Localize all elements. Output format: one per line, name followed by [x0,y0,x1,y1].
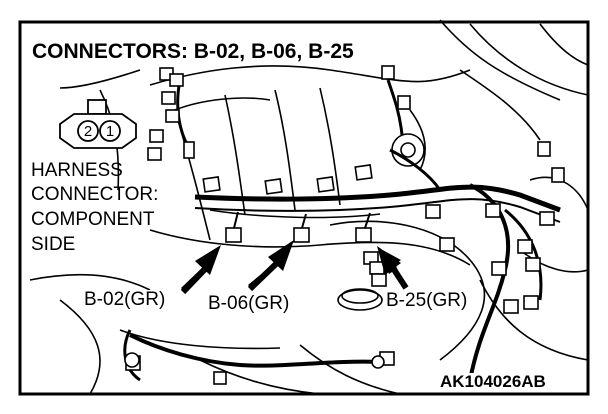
connector-blocks [124,65,565,385]
figure-id: AK104026AB [438,372,548,391]
arrow-shafts [180,259,409,295]
connector-label-b25: B-25(GR) [384,290,470,311]
connector-pin-1: 1 [105,123,115,140]
arrow-heads [195,240,401,275]
harness-side-line3: COMPONENT [31,209,155,230]
connector-pin-2: 2 [83,123,93,140]
diagram-border [18,20,590,396]
wiring-harness [123,79,561,382]
connector-face-symbol [59,99,137,149]
branch-wires [233,211,371,229]
harness-side-line4: SIDE [31,234,76,255]
connector-label-b06: B-06(GR) [206,293,292,314]
diagram-title: CONNECTORS: B-02, B-06, B-25 [29,41,357,62]
harness-side-line2: CONNECTOR: [31,184,159,205]
harness-side-line1: HARNESS [31,160,123,181]
connector-label-b02: B-02(GR) [82,289,168,310]
